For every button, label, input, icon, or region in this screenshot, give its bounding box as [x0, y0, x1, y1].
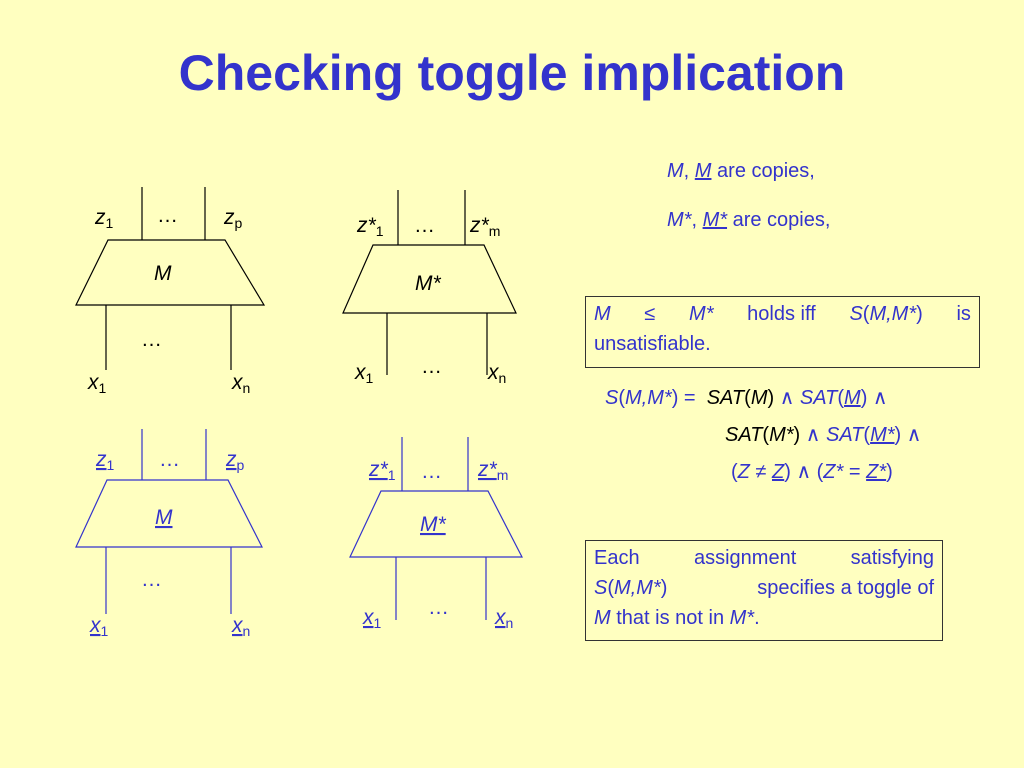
label-xn-copy: x — [494, 606, 507, 629]
box2-line2: S(M,M*) specifies a toggle of — [594, 577, 934, 599]
svg-text:z*m: z*m — [477, 458, 508, 483]
label-xn: x — [231, 371, 244, 394]
trapezoid-Mstar — [342, 244, 517, 314]
note-copies-M: M, M are copies, — [667, 160, 815, 182]
label-Mstar: M* — [415, 272, 441, 295]
ellipsis: … — [157, 204, 178, 227]
ellipsis: … — [141, 568, 162, 591]
ellipsis: … — [414, 214, 435, 237]
circuit-Mstar-copy — [349, 437, 523, 620]
label-zstar1: z* — [356, 214, 377, 237]
svg-text:x1: x1 — [89, 614, 109, 639]
label-x1-copy: x — [362, 606, 375, 629]
label-x1: x — [354, 361, 367, 384]
ellipsis: … — [428, 596, 449, 619]
label-x1-copy: x — [89, 614, 102, 637]
formula-line-2: SAT(M*) ∧ SAT(M*) ∧ — [725, 424, 922, 446]
trapezoid-Mstar-copy — [349, 490, 523, 558]
svg-text:xn: xn — [494, 606, 513, 631]
label-M-copy: M — [155, 506, 173, 529]
label-xn-copy: x — [231, 614, 244, 637]
svg-text:xn: xn — [231, 614, 250, 639]
label-zp: z — [223, 206, 235, 229]
box2-line3: M that is not in M*. — [594, 607, 760, 629]
svg-text:z1: z1 — [94, 206, 114, 231]
label-Mstar-copy: M* — [420, 513, 446, 536]
svg-text:x1: x1 — [87, 371, 107, 396]
ellipsis: … — [421, 460, 442, 483]
label-z1-copy: z — [95, 448, 107, 471]
trapezoid-M-copy — [75, 479, 263, 548]
svg-text:x1: x1 — [354, 361, 374, 386]
label-z1: z — [94, 206, 106, 229]
label-M: M — [154, 262, 172, 285]
box1-line2: unsatisfiable. — [594, 333, 711, 355]
label-zstarm-copy: z* — [477, 458, 498, 481]
box-assignment-explanation: Each assignment satisfying S(M,M*) speci… — [585, 540, 943, 641]
label-x1: x — [87, 371, 100, 394]
svg-text:xn: xn — [487, 361, 506, 386]
ellipsis: … — [421, 355, 442, 378]
formula-line-1: S(M,M*) = SAT(M) ∧ SAT(M) ∧ — [605, 387, 888, 409]
circuit-M-copy — [75, 429, 263, 614]
trapezoid-M — [75, 239, 266, 306]
label-zp-copy: z — [225, 448, 237, 471]
box1-line1: M ≤ M* holds iff S(M,M*) is — [594, 303, 971, 325]
svg-text:xn: xn — [231, 371, 250, 396]
note-copies-Mstar: M*, M* are copies, — [667, 209, 831, 231]
label-zstar1-copy: z* — [368, 458, 389, 481]
circuit-Mstar-top — [342, 190, 517, 375]
label-zstarm: z* — [469, 214, 490, 237]
svg-text:z*m: z*m — [469, 214, 500, 239]
svg-text:zp: zp — [223, 206, 243, 231]
svg-text:zp: zp — [225, 448, 245, 473]
svg-text:z*1: z*1 — [368, 458, 396, 483]
circuit-M-top — [75, 187, 266, 370]
svg-text:x1: x1 — [362, 606, 382, 631]
label-xn: x — [487, 361, 500, 384]
slide-title: Checking toggle implication — [178, 45, 846, 101]
svg-text:z*1: z*1 — [356, 214, 384, 239]
ellipsis: … — [159, 448, 180, 471]
svg-text:z1: z1 — [95, 448, 115, 473]
box-implication-definition: M ≤ M* holds iff S(M,M*) is unsatisfiabl… — [585, 296, 980, 368]
box2-line1: Each assignment satisfying — [594, 547, 934, 569]
ellipsis: … — [141, 328, 162, 351]
formula-line-3: (Z ≠ Z) ∧ (Z* = Z*) — [731, 461, 893, 483]
